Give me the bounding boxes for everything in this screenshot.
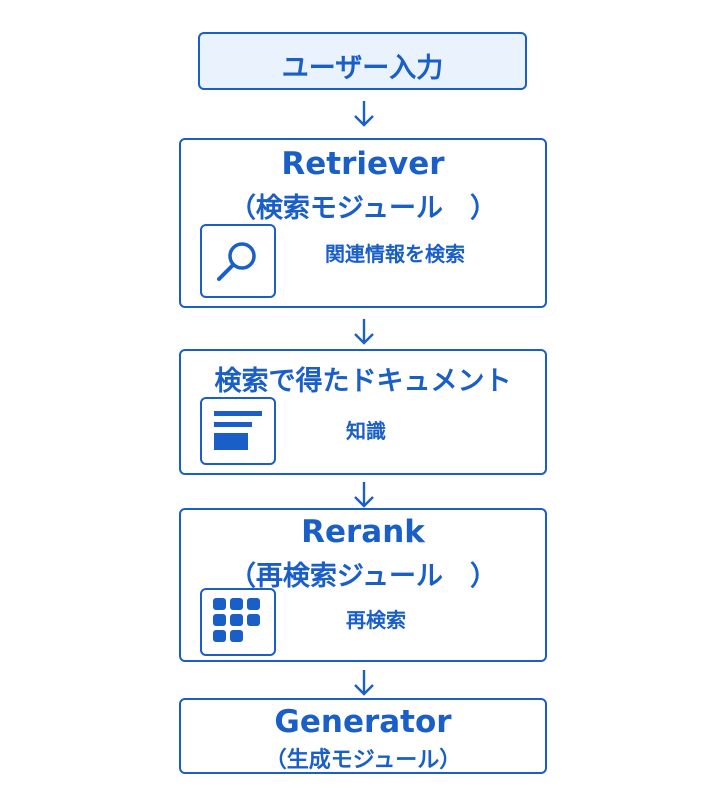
grid-icon — [213, 598, 260, 642]
retriever-node: Retriever （検索モジュール ） 関連情報を検索 — [179, 138, 547, 308]
documents-title: 検索で得たドキュメント — [214, 366, 512, 397]
arrow-down-icon — [354, 670, 374, 696]
retriever-subtitle: （検索モジュール ） — [228, 193, 498, 224]
flow-arrow-2 — [349, 317, 379, 347]
search-icon — [217, 242, 256, 281]
retriever-description: 関連情報を検索 — [325, 242, 465, 266]
arrow-down-icon — [354, 101, 374, 127]
arrow-down-icon — [354, 482, 374, 508]
flow-arrow-1 — [349, 99, 379, 129]
document-icon — [214, 411, 262, 450]
rerank-icon-frame — [200, 588, 276, 656]
rerank-description: 再検索 — [346, 608, 406, 632]
user-input-node: ユーザー入力 — [198, 32, 527, 90]
user-input-label: ユーザー入力 — [281, 53, 444, 84]
documents-description: 知識 — [346, 419, 386, 443]
generator-node: Generator （生成モジュール） — [179, 698, 547, 774]
generator-title: Generator — [274, 704, 452, 740]
rerank-subtitle: （再検索ジュール ） — [228, 561, 498, 592]
retriever-icon-frame — [200, 224, 276, 298]
rerank-title: Rerank — [301, 514, 425, 550]
generator-subtitle: （生成モジュール） — [264, 748, 462, 773]
documents-node: 検索で得たドキュメント 知識 — [179, 349, 547, 475]
arrow-down-icon — [354, 319, 374, 345]
flow-arrow-4 — [349, 668, 379, 698]
documents-icon-frame — [200, 397, 276, 465]
rerank-node: Rerank （再検索ジュール ） 再検索 — [179, 508, 547, 662]
retriever-title: Retriever — [281, 146, 445, 182]
flow-arrow-3 — [349, 480, 379, 510]
